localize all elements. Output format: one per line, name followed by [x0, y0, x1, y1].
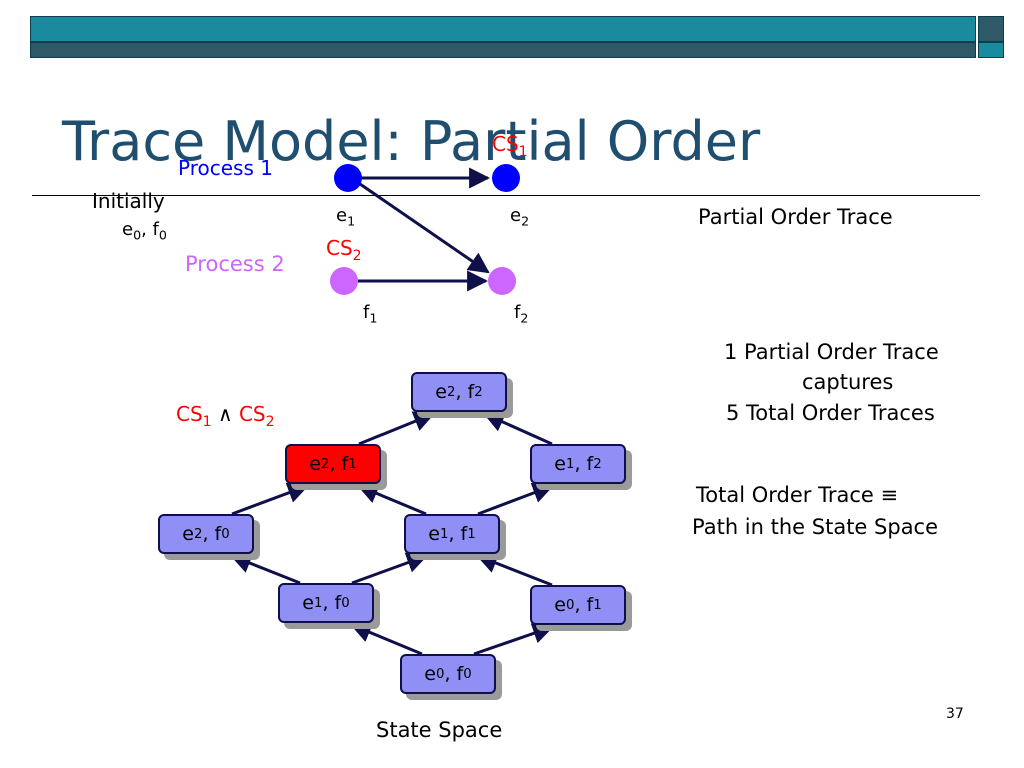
- process1-label: Process 1: [178, 156, 273, 180]
- event-label-e2: e2: [510, 205, 530, 229]
- edge-e1f1-e1f2: [477, 482, 554, 516]
- initially-label: Initially: [92, 189, 165, 213]
- event-dot-f2: [488, 267, 516, 295]
- event-label-e1: e1: [336, 205, 356, 229]
- edge-e0f0-e1f0: [350, 622, 423, 656]
- note-line-2: captures: [802, 370, 894, 394]
- edge-e0f1-e1f1: [476, 553, 553, 587]
- note-line-1: 1 Partial Order Trace: [724, 340, 939, 364]
- arrow-e1-f2: [359, 182, 490, 274]
- event-label-f2: f2: [514, 302, 529, 326]
- header-bar-bottom: [30, 42, 976, 58]
- note-line-4: Total Order Trace ≡: [696, 483, 899, 507]
- cs-both-label: CS1 ∧ CS2: [176, 402, 275, 430]
- event-dot-e2: [492, 164, 520, 192]
- note-line-5: Path in the State Space: [692, 515, 939, 539]
- slide-title: Trace Model: Partial Order: [62, 110, 761, 173]
- state-space-caption: State Space: [376, 718, 503, 742]
- edge-e1f0-e1f1: [351, 552, 428, 585]
- event-dot-e1: [334, 164, 362, 192]
- cs1-label: CS1: [492, 132, 528, 160]
- page-number: 37: [946, 706, 964, 722]
- note-line-3: 5 Total Order Traces: [726, 401, 935, 425]
- header-bar-top: [30, 16, 976, 42]
- header-square-bottom: [978, 42, 1004, 58]
- partial-order-caption: Partial Order Trace: [698, 205, 893, 229]
- edge-e2f1-e2f2: [358, 411, 435, 446]
- edge-e0f0-e0f1: [473, 623, 554, 656]
- event-label-f1: f1: [363, 302, 378, 326]
- title-rule: [32, 195, 980, 196]
- event-dot-f1: [330, 267, 358, 295]
- edge-e1f0-e2f0: [230, 553, 301, 585]
- edge-e2f0-e2f1: [231, 482, 309, 516]
- initial-state-label: e0, f0: [122, 219, 167, 243]
- edge-e1f2-e2f2: [483, 412, 553, 446]
- edge-e1f1-e2f1: [357, 483, 427, 516]
- cs2-label: CS2: [326, 236, 362, 264]
- header-square-top: [978, 16, 1004, 42]
- process2-label: Process 2: [185, 252, 285, 276]
